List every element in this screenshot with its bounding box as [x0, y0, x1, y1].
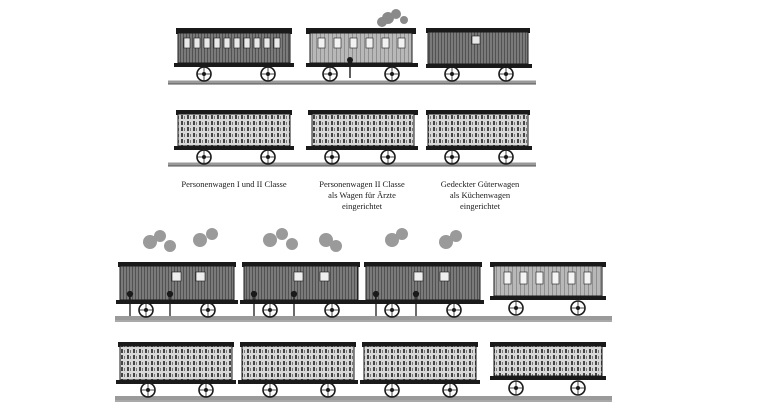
interior-wagon-1: [116, 342, 236, 398]
interior-wagon-4: [490, 342, 606, 396]
interior-wagon-2: [238, 342, 358, 398]
passenger-car-3: [490, 262, 606, 316]
caption-line: eingerichtet: [341, 201, 383, 211]
doctors-car-exterior: [306, 28, 418, 82]
caption-doctors-car: Personenwagen II Classe als Wagen für Är…: [302, 179, 422, 212]
ambulance-wagon-3: [362, 262, 484, 318]
caption-line: Gedeckter Güterwagen: [440, 179, 520, 189]
passenger-car-interior: [174, 110, 294, 165]
kitchen-wagon-interior: [426, 110, 532, 165]
doctors-car-interior: [306, 110, 418, 165]
ambulance-wagon-1: [116, 262, 238, 318]
caption-line: als Wagen für Ärzte: [328, 190, 396, 200]
caption-kitchen-wagon: Gedeckter Güterwagen als Küchenwagen ein…: [420, 179, 540, 212]
passenger-car-exterior: [174, 28, 294, 82]
goods-wagon-exterior: [426, 28, 532, 82]
row1-exteriors: [168, 9, 536, 85]
tree-group: [377, 9, 408, 27]
tree-group: [143, 228, 462, 252]
soldier-figures: [126, 290, 420, 316]
caption-line: Personenwagen II Classe: [319, 179, 405, 189]
caption-line: eingerichtet: [459, 201, 501, 211]
caption-passenger-car: Personenwagen I und II Classe: [174, 179, 294, 190]
row4-train-interiors: [115, 342, 612, 402]
row2-interiors: [168, 110, 536, 167]
caption-line: Personenwagen I und II Classe: [181, 179, 287, 189]
row3-train-exteriors: [115, 228, 612, 322]
interior-wagon-3: [360, 342, 480, 398]
ambulance-wagon-2: [240, 262, 362, 318]
caption-line: als Küchenwagen: [449, 190, 511, 200]
